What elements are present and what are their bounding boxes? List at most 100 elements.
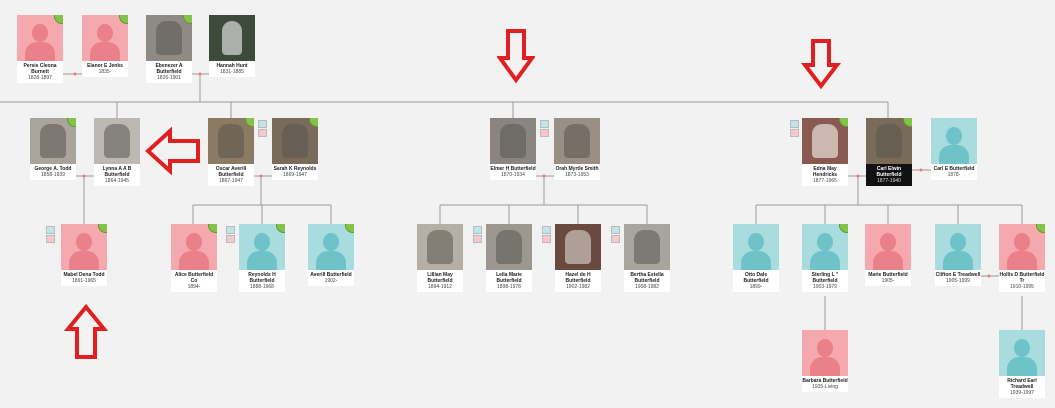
spouse-toggle-icon[interactable] <box>611 226 620 234</box>
person-dates: 1888-1968 <box>250 284 274 290</box>
person-dates: 1891-1965 <box>72 278 96 284</box>
hint-leaf-icon[interactable] <box>245 118 254 127</box>
male-silhouette-icon <box>308 224 354 270</box>
person-name: George A. Todd <box>34 166 72 172</box>
male-silhouette-icon <box>931 118 977 164</box>
female-silhouette-icon <box>999 224 1045 270</box>
person-name: Barbara Butterfield <box>802 378 848 384</box>
person-name: Sarah K Reynolds <box>273 166 317 172</box>
spouse-toggle-icon[interactable] <box>473 226 482 234</box>
person-name: Leila Marie Butterfield <box>496 272 522 284</box>
hint-leaf-icon[interactable] <box>309 118 318 127</box>
person-dates: 1899- <box>749 284 763 290</box>
spouse-toggle-icon[interactable] <box>226 235 235 243</box>
hint-leaf-icon[interactable] <box>208 224 217 233</box>
hint-leaf-icon[interactable] <box>98 224 107 233</box>
person-photo <box>417 224 463 270</box>
spouse-toggle-icon[interactable] <box>473 235 482 243</box>
person-photo <box>209 15 255 61</box>
spouse-toggle-icon[interactable] <box>790 120 799 128</box>
female-silhouette-icon <box>865 224 911 270</box>
person-dates: 1898-1978 <box>497 284 521 290</box>
spouse-toggle-icon[interactable] <box>540 120 549 128</box>
hint-leaf-icon[interactable] <box>1036 224 1045 233</box>
spouse-toggle-icon[interactable] <box>542 235 551 243</box>
person-dates: 1835- <box>98 69 112 75</box>
female-silhouette-icon <box>61 224 107 270</box>
spouse-toggle-icon[interactable] <box>790 129 799 137</box>
person-dates: 1877-1965 <box>813 178 837 184</box>
person-name: Otto Dale Butterfield <box>743 272 769 284</box>
person-photo <box>30 118 76 164</box>
spouse-toggle-icon[interactable] <box>540 129 549 137</box>
spouse-toggle-icon[interactable] <box>46 226 55 234</box>
hint-leaf-icon[interactable] <box>67 118 76 127</box>
hint-leaf-icon[interactable] <box>903 118 912 127</box>
down-arrow-annotation-icon <box>801 39 841 90</box>
person-photo <box>555 224 601 270</box>
person-dates: 1877-1940 <box>877 178 901 184</box>
person-photo <box>624 224 670 270</box>
hint-leaf-icon[interactable] <box>119 15 128 24</box>
person-name: Hannah Hunt <box>216 63 248 69</box>
hint-leaf-icon[interactable] <box>839 224 848 233</box>
person-photo <box>94 118 140 164</box>
person-dates: 1902-1982 <box>566 284 590 290</box>
person-name: Persis Cleona Burnett <box>23 63 57 75</box>
female-silhouette-icon <box>171 224 217 270</box>
person-name: Lynna A A B Butterfield <box>102 166 132 178</box>
person-dates: 1894-1912 <box>428 284 452 290</box>
hint-leaf-icon[interactable] <box>54 15 63 24</box>
spouse-toggle-icon[interactable] <box>226 226 235 234</box>
person-name: Clifton E Treadwell <box>935 272 981 278</box>
spouse-toggle-icon[interactable] <box>258 129 267 137</box>
hint-leaf-icon[interactable] <box>345 224 354 233</box>
spouse-toggle-icon[interactable] <box>258 120 267 128</box>
spouse-toggle-icon[interactable] <box>542 226 551 234</box>
person-name: Averill Butterfield <box>310 272 352 278</box>
male-silhouette-icon <box>733 224 779 270</box>
spouse-toggle-icon[interactable] <box>46 235 55 243</box>
hint-leaf-icon[interactable] <box>839 118 848 127</box>
person-dates: 1894- <box>187 284 201 290</box>
male-silhouette-icon <box>935 224 981 270</box>
person-name: Sterling L " Butterfield <box>811 272 839 284</box>
person-photo <box>866 118 912 164</box>
person-photo <box>272 118 318 164</box>
person-name: Alice Butterfield Co <box>174 272 214 284</box>
hint-leaf-icon[interactable] <box>183 15 192 24</box>
hint-leaf-icon[interactable] <box>276 224 285 233</box>
spouse-toggle-icon[interactable] <box>611 235 620 243</box>
person-name: Ebenezer A Butterfield <box>155 63 183 75</box>
person-photo <box>802 118 848 164</box>
